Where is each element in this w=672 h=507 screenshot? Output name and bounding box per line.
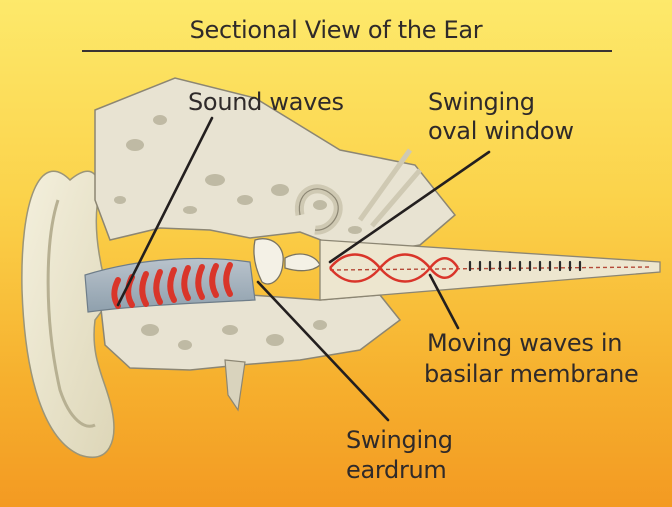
label-basilar-line1: Moving waves in [427, 330, 622, 357]
eustachian-tube [225, 360, 245, 410]
label-oval-window-line2: oval window [428, 118, 574, 145]
label-eardrum-line1: Swinging [346, 427, 453, 454]
label-oval-window-line1: Swinging [428, 89, 535, 116]
stapes [285, 254, 320, 271]
label-basilar-line2: basilar membrane [424, 361, 639, 388]
ossicles [254, 239, 283, 284]
label-sound-waves: Sound waves [188, 89, 344, 116]
label-eardrum-line2: eardrum [346, 457, 447, 484]
